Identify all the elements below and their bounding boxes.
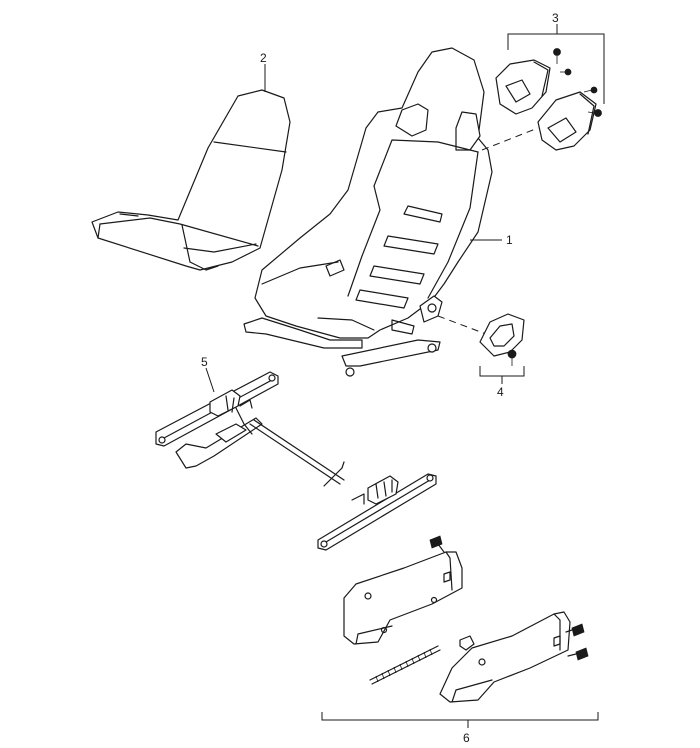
callout-3: 3	[552, 11, 559, 25]
callout-2: 2	[260, 51, 267, 65]
seat-rails-part	[155, 371, 437, 551]
alignment-line-pivot	[437, 315, 487, 335]
seat-shell-part	[243, 47, 493, 377]
console-brackets-part	[343, 535, 589, 703]
alignment-line-side-cover	[481, 127, 539, 151]
bracket-6	[321, 712, 599, 721]
bracket-4	[479, 366, 525, 377]
bracket-3	[507, 33, 605, 104]
callout-4: 4	[497, 385, 504, 399]
pivot-cover-part	[479, 313, 525, 366]
leader-5	[205, 367, 215, 393]
callout-6: 6	[463, 731, 470, 745]
callout-1: 1	[506, 233, 513, 247]
side-cover-part	[495, 48, 602, 151]
seat-cushion-part	[91, 89, 291, 271]
callout-5: 5	[201, 355, 208, 369]
